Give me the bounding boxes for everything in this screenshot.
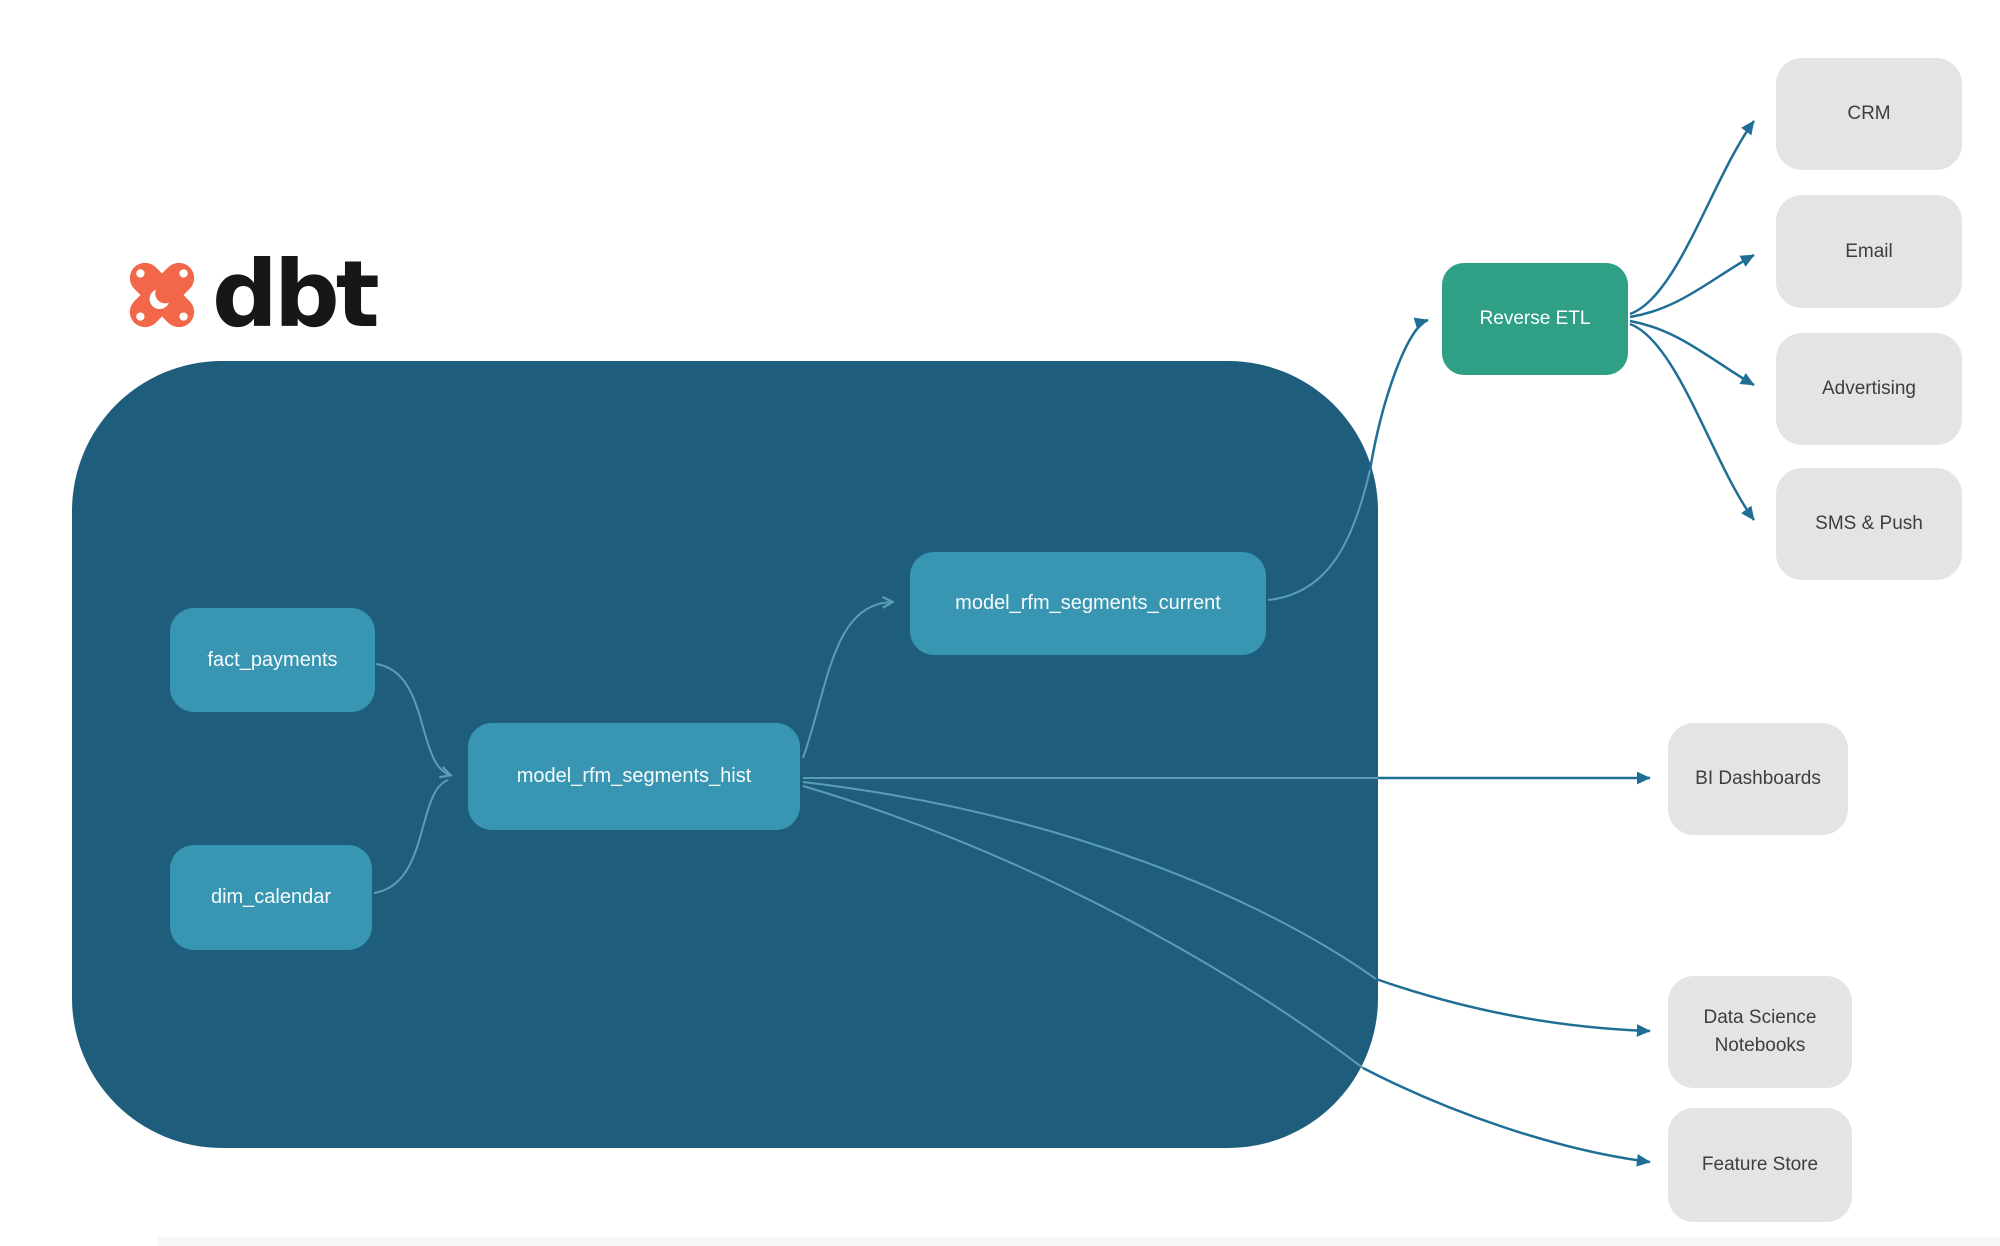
node-bi-dashboards: BI Dashboards: [1668, 723, 1848, 835]
node-email: Email: [1776, 195, 1962, 308]
node-data-science-notebooks: Data Science Notebooks: [1668, 976, 1852, 1088]
node-reverse-etl-label: Reverse ETL: [1479, 308, 1591, 329]
edge-etl-to-crm: [1629, 120, 1756, 316]
node-dim-calendar-label: dim_calendar: [210, 886, 332, 908]
bottom-edge-strip: [158, 1237, 2000, 1246]
edge-hist-to-fs: [1362, 1066, 1651, 1167]
node-advertising-label: Advertising: [1822, 378, 1916, 400]
node-sms-push: SMS & Push: [1776, 468, 1962, 580]
node-crm-label: CRM: [1847, 103, 1891, 125]
edge-etl-to-sms: [1629, 322, 1756, 521]
node-reverse-etl: Reverse ETL: [1442, 263, 1628, 375]
node-model-rfm-segments-hist: model_rfm_segments_hist: [468, 723, 800, 830]
node-dim-calendar: dim_calendar: [170, 845, 372, 950]
node-feature-store-label: Feature Store: [1701, 1154, 1819, 1176]
edge-hist-to-ds: [1375, 977, 1651, 1037]
node-model-rfm-segments-hist-label: model_rfm_segments_hist: [516, 765, 752, 787]
edge-current-to-etl: [1368, 317, 1429, 471]
node-sms-push-label: SMS & Push: [1815, 513, 1923, 535]
dbt-logo-icon: [129, 262, 195, 328]
node-bi-dashboards-label: BI Dashboards: [1695, 768, 1821, 790]
node-feature-store: Feature Store: [1668, 1108, 1852, 1222]
node-fact-payments-label: fact_payments: [207, 648, 338, 671]
dbt-logo-text: dbt: [212, 241, 380, 348]
node-data-science-notebooks-label: Data Science Notebooks: [1703, 1007, 1817, 1056]
node-model-rfm-segments-current-label: model_rfm_segments_current: [955, 592, 1221, 614]
node-fact-payments: fact_payments: [170, 608, 375, 712]
edge-etl-to-email: [1629, 253, 1755, 319]
node-email-label: Email: [1845, 240, 1893, 262]
node-model-rfm-segments-current: model_rfm_segments_current: [910, 552, 1266, 655]
dbt-logo: dbt: [122, 241, 380, 348]
node-advertising: Advertising: [1776, 333, 1962, 445]
node-crm: CRM: [1776, 58, 1962, 170]
edge-etl-to-advertising: [1629, 319, 1755, 387]
